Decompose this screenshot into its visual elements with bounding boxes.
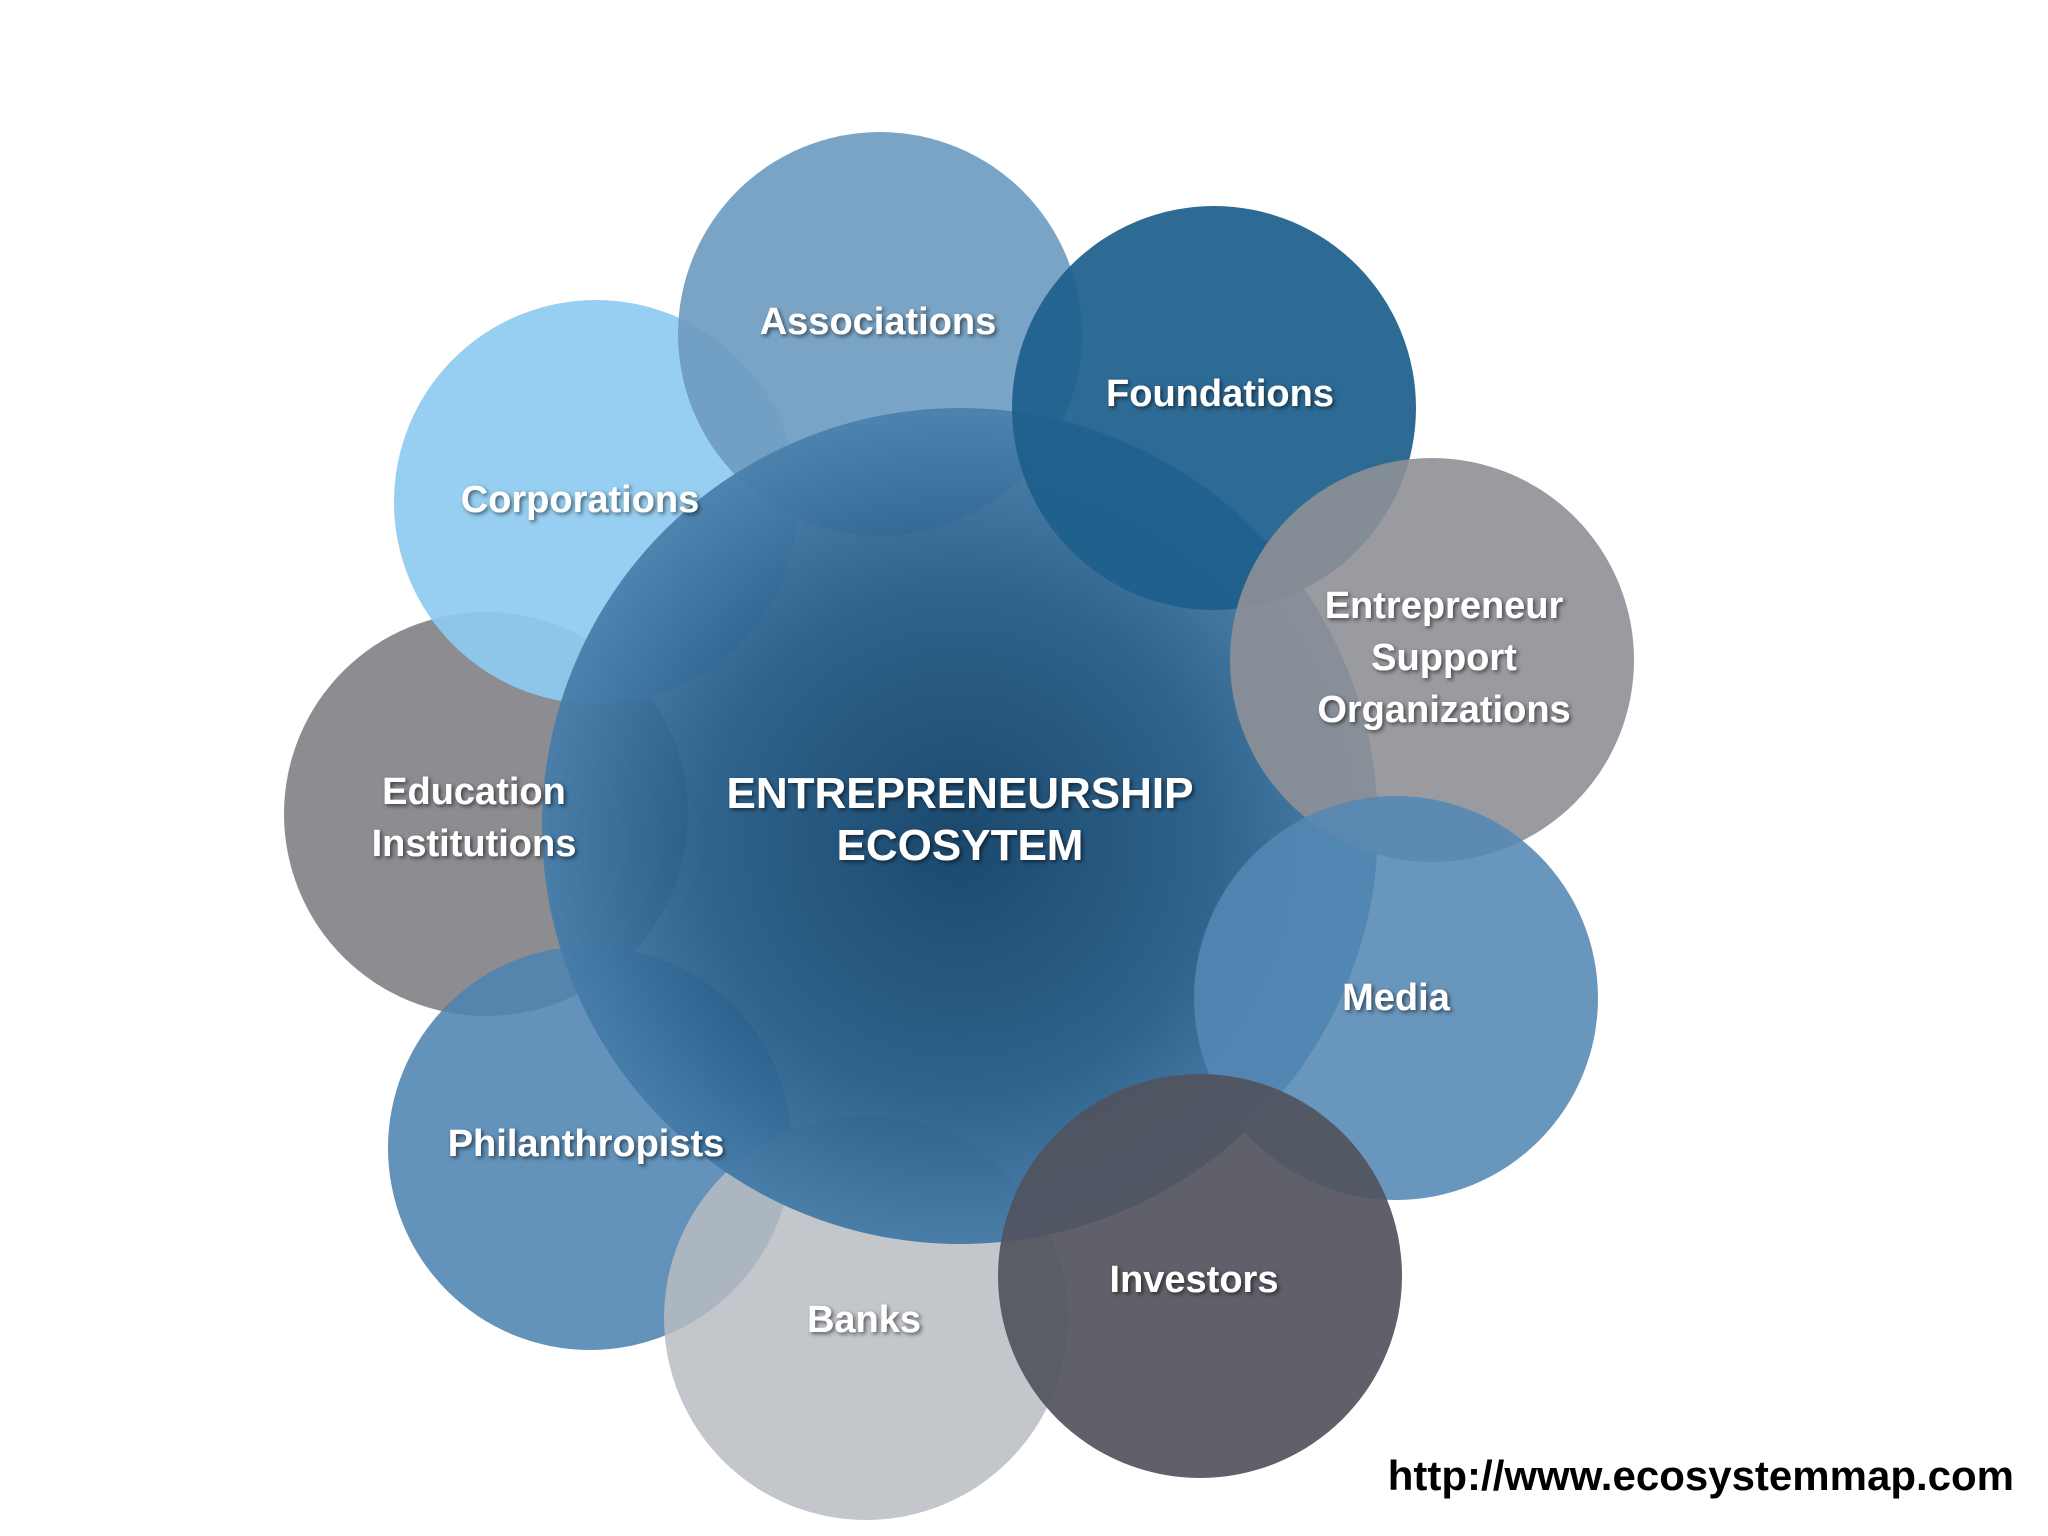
education-institutions-label-line: Education (382, 771, 566, 813)
entrepreneur-support-organizations-label-line: Entrepreneur (1325, 585, 1564, 627)
banks-label: Banks (807, 1299, 921, 1341)
entrepreneur-support-organizations-circle (1230, 458, 1634, 862)
entrepreneur-support-organizations-label-line: Support (1371, 637, 1517, 679)
investors-label: Investors (1110, 1259, 1279, 1301)
center-circle (542, 408, 1378, 1244)
source-url: http://www.ecosystemmap.com (1387, 1452, 2014, 1499)
education-institutions-label-line: Institutions (372, 823, 577, 865)
philanthropists-label: Philanthropists (448, 1123, 725, 1165)
investors-label-line: Investors (1110, 1259, 1279, 1301)
investors-circle (998, 1074, 1402, 1478)
foundations-label: Foundations (1106, 373, 1334, 415)
foundations-label-line: Foundations (1106, 373, 1334, 415)
corporations-label: Corporations (461, 479, 700, 521)
media-label-line: Media (1342, 977, 1451, 1019)
center-title-line: ENTREPRENEURSHIP (727, 769, 1194, 818)
entrepreneur-support-organizations-label-line: Organizations (1317, 689, 1570, 731)
banks-label-line: Banks (807, 1299, 921, 1341)
center-title-line: ECOSYTEM (837, 821, 1084, 870)
media-label: Media (1342, 977, 1451, 1019)
philanthropists-label-line: Philanthropists (448, 1123, 725, 1165)
corporations-label-line: Corporations (461, 479, 700, 521)
associations-label-line: Associations (760, 301, 997, 343)
associations-label: Associations (760, 301, 997, 343)
